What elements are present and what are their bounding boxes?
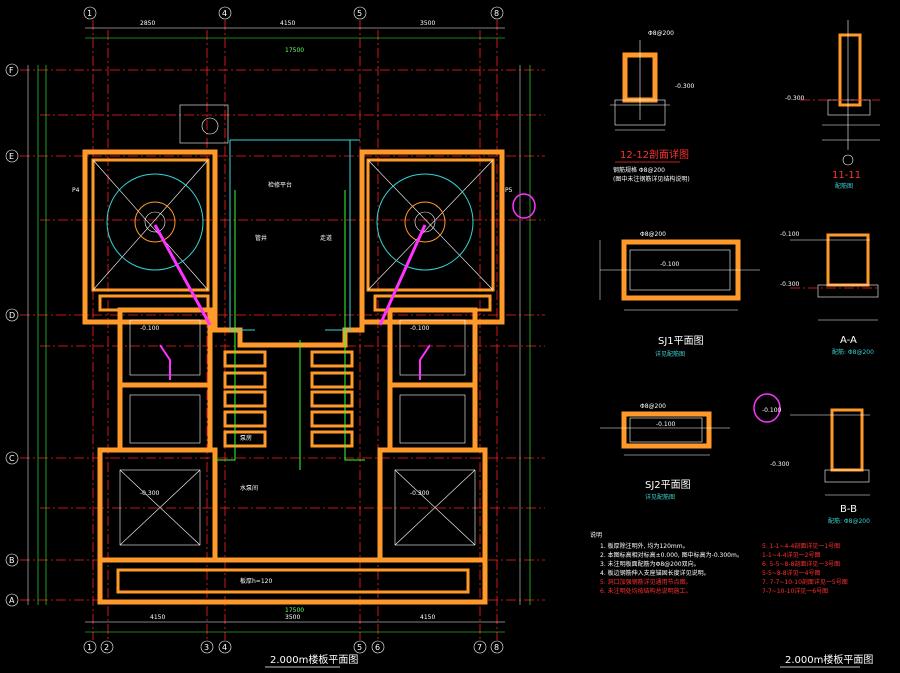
top-axis-bubbles: 1 4 5 8 <box>83 6 504 20</box>
svg-text:-0.100: -0.100 <box>140 325 160 332</box>
svg-text:(图中未注钢筋详见结构说明): (图中未注钢筋详见结构说明) <box>613 175 690 183</box>
svg-text:Φ8@200: Φ8@200 <box>648 30 674 37</box>
svg-text:钢筋规格 Φ8@200: 钢筋规格 Φ8@200 <box>613 166 665 174</box>
svg-text:B-B: B-B <box>840 504 857 515</box>
svg-text:2. 本图标高相对标高±0.000, 图中标高为-0.300: 2. 本图标高相对标高±0.000, 图中标高为-0.300m。 <box>600 551 743 559</box>
svg-text:8: 8 <box>494 643 499 652</box>
svg-text:B: B <box>9 556 15 565</box>
plan-labels: 检修平台 管井 走道 水泵间 -0.300 -0.300 -0.100 -0.1… <box>72 181 513 585</box>
svg-text:-0.300: -0.300 <box>675 83 695 90</box>
svg-text:17500: 17500 <box>285 47 304 54</box>
svg-text:7-7~10-10详见一6号图: 7-7~10-10详见一6号图 <box>762 587 828 595</box>
svg-text:P5: P5 <box>505 187 513 194</box>
svg-text:2.000m楼板平面图: 2.000m楼板平面图 <box>270 653 358 666</box>
svg-text:7. 7-7~10-10剖面详见一5号图: 7. 7-7~10-10剖面详见一5号图 <box>762 578 848 586</box>
detail-b-b: -0.100 -0.300 B-B 配筋: Φ8@200 <box>762 407 870 525</box>
detail-sj1: Φ8@200 -0.100 SJ1平面图 详见配筋图 <box>599 231 760 358</box>
svg-text:说明: 说明 <box>590 531 602 539</box>
svg-text:11-11: 11-11 <box>832 170 861 181</box>
svg-text:1. 板厚除注明外, 均为120mm。: 1. 板厚除注明外, 均为120mm。 <box>600 542 689 550</box>
svg-text:6. 未注明处均按结构总说明施工。: 6. 未注明处均按结构总说明施工。 <box>600 587 692 595</box>
svg-text:SJ1平面图: SJ1平面图 <box>658 335 704 347</box>
detail-12-12: Φ8@200 -0.300 12-12剖面详图 钢筋规格 Φ8@200 (图中未… <box>610 30 695 183</box>
svg-text:检修平台: 检修平台 <box>268 181 292 189</box>
svg-text:水泵间: 水泵间 <box>240 484 258 492</box>
detail-11-11: -0.300 11-11 配筋图 <box>785 20 880 190</box>
svg-text:-0.100: -0.100 <box>660 261 680 268</box>
svg-text:配筋: Φ8@200: 配筋: Φ8@200 <box>828 517 870 525</box>
svg-text:5: 5 <box>357 643 362 652</box>
svg-text:走道: 走道 <box>320 234 332 242</box>
svg-text:-0.100: -0.100 <box>762 407 782 414</box>
svg-text:-0.300: -0.300 <box>410 490 430 497</box>
svg-text:3500: 3500 <box>285 614 300 621</box>
svg-text:板厚h=120: 板厚h=120 <box>240 577 272 585</box>
svg-text:2.000m楼板平面图: 2.000m楼板平面图 <box>785 653 873 666</box>
svg-text:3. 未注明板面配筋为Φ8@200双向。: 3. 未注明板面配筋为Φ8@200双向。 <box>600 560 700 568</box>
right-title: 2.000m楼板平面图 <box>780 653 873 668</box>
tank-circles <box>106 104 474 271</box>
svg-text:管井: 管井 <box>255 234 267 242</box>
svg-text:6. 5-5~8-8剖面详见一3号图: 6. 5-5~8-8剖面详见一3号图 <box>762 560 840 568</box>
svg-text:3500: 3500 <box>420 20 435 27</box>
svg-text:4150: 4150 <box>420 614 435 621</box>
svg-text:2: 2 <box>104 643 109 652</box>
svg-text:E: E <box>9 152 14 161</box>
svg-text:-0.100: -0.100 <box>410 325 430 332</box>
svg-text:17500: 17500 <box>285 607 304 614</box>
pipes <box>215 139 365 470</box>
svg-text:4150: 4150 <box>150 614 165 621</box>
bottom-axis-bubbles: 1 2 3 4 5 6 7 8 <box>83 640 504 654</box>
svg-text:-0.300: -0.300 <box>140 490 160 497</box>
axis-top-8: 8 <box>494 9 499 18</box>
svg-text:详见配筋图: 详见配筋图 <box>645 493 675 501</box>
svg-text:7: 7 <box>477 643 482 652</box>
svg-text:SJ2平面图: SJ2平面图 <box>645 479 691 491</box>
svg-text:-0.300: -0.300 <box>785 95 805 102</box>
magenta-pipes <box>153 224 431 380</box>
axis-top-5: 5 <box>357 9 362 18</box>
svg-text:A: A <box>9 596 15 605</box>
svg-text:2850: 2850 <box>140 20 155 27</box>
svg-text:5. 1-1~4-4剖面详见一1号图: 5. 1-1~4-4剖面详见一1号图 <box>762 542 840 550</box>
svg-text:-0.100: -0.100 <box>656 421 676 428</box>
svg-text:Φ8@200: Φ8@200 <box>640 231 666 238</box>
svg-text:6: 6 <box>375 643 380 652</box>
svg-text:12-12剖面详图: 12-12剖面详图 <box>620 148 689 161</box>
dimension-lines: 2850 4150 3500 17500 4150 3500 4150 1750… <box>27 20 531 633</box>
svg-text:4. 板边钢筋伸入支座锚固长度详见说明。: 4. 板边钢筋伸入支座锚固长度详见说明。 <box>600 569 710 577</box>
left-axis-bubbles: F E D C B A <box>5 63 19 607</box>
svg-text:配筋图: 配筋图 <box>835 182 853 190</box>
svg-text:D: D <box>9 311 15 320</box>
svg-text:Φ8@200: Φ8@200 <box>640 403 666 410</box>
svg-text:1: 1 <box>87 643 92 652</box>
svg-text:4150: 4150 <box>280 20 295 27</box>
svg-text:泵房: 泵房 <box>240 434 252 442</box>
svg-text:P4: P4 <box>72 187 80 194</box>
plan-title: 2.000m楼板平面图 <box>265 653 358 668</box>
structure-walls <box>82 149 505 605</box>
revision-clouds <box>512 193 781 423</box>
svg-text:3: 3 <box>204 643 209 652</box>
notes: 说明 1. 板厚除注明外, 均为120mm。 2. 本图标高相对标高±0.000… <box>590 531 848 595</box>
svg-text:5-5~8-8详见一4号图: 5-5~8-8详见一4号图 <box>762 569 820 577</box>
svg-text:1-1~4-4详见一2号图: 1-1~4-4详见一2号图 <box>762 551 820 559</box>
inner-outlines <box>92 159 494 546</box>
svg-text:4: 4 <box>222 643 227 652</box>
detail-sj2: Φ8@200 -0.100 SJ2平面图 详见配筋图 <box>600 403 730 501</box>
svg-text:配筋: Φ8@200: 配筋: Φ8@200 <box>832 348 874 356</box>
svg-text:F: F <box>9 66 14 75</box>
axis-top-1: 1 <box>87 9 92 18</box>
axis-top-4: 4 <box>222 9 227 18</box>
svg-text:详见配筋图: 详见配筋图 <box>655 350 685 358</box>
svg-text:-0.300: -0.300 <box>770 461 790 468</box>
svg-text:A-A: A-A <box>840 335 857 346</box>
svg-text:5. 洞口加强钢筋详见通用节点图。: 5. 洞口加强钢筋详见通用节点图。 <box>600 578 692 586</box>
detail-a-a: -0.100 -0.300 A-A 配筋: Φ8@200 <box>780 231 880 356</box>
svg-text:-0.300: -0.300 <box>780 281 800 288</box>
svg-text:-0.100: -0.100 <box>780 231 800 238</box>
svg-text:C: C <box>9 454 15 463</box>
